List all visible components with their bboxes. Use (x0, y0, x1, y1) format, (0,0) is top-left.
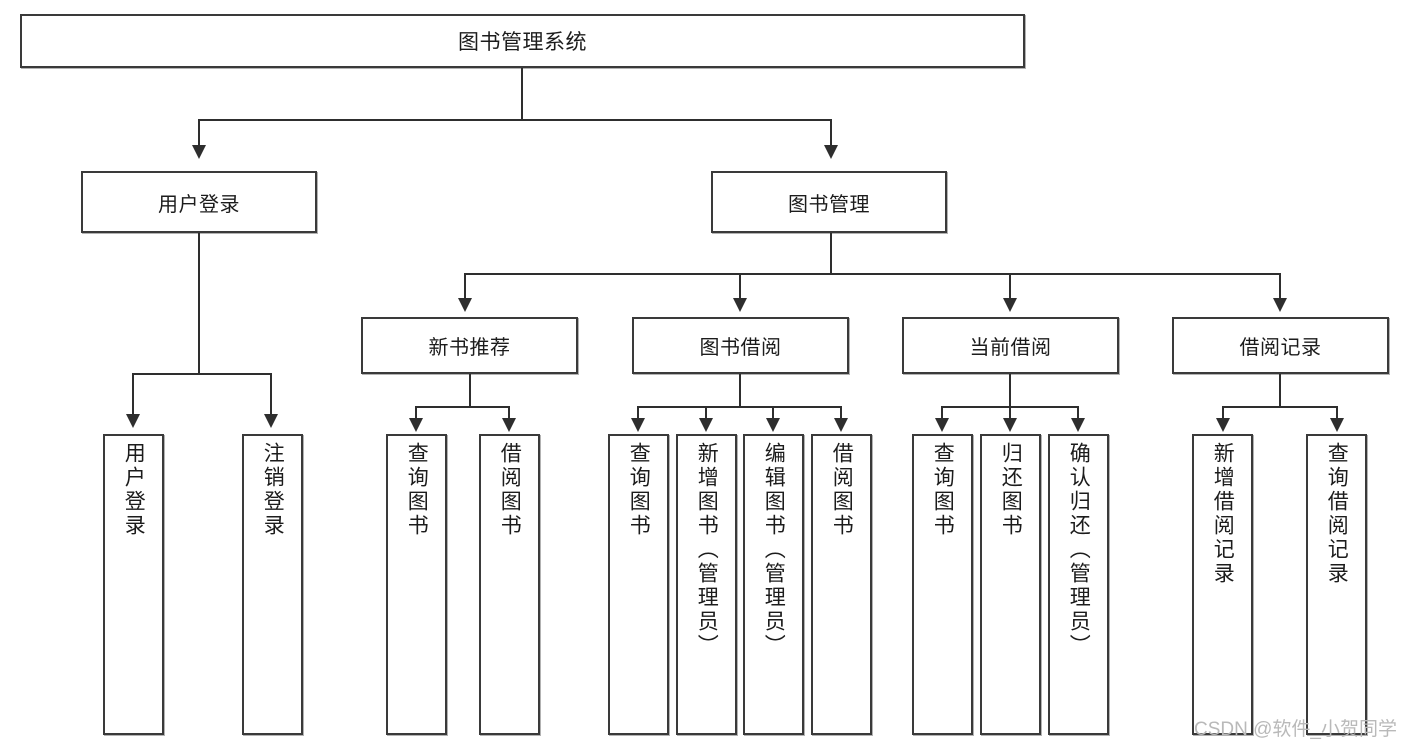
leaf-user-login-logout[interactable]: 注销登录 (242, 434, 303, 735)
leaf-book-borrow-add[interactable]: 新增图书（管理员） (676, 434, 737, 735)
connector-borrow-stem (739, 374, 741, 406)
node-user-login[interactable]: 用户登录 (81, 171, 317, 233)
connector-newbook-stem (469, 374, 471, 406)
node-label: 查询图书 (931, 442, 955, 538)
watermark-text: CSDN @软件_小贺同学 (1194, 719, 1397, 740)
arrowhead-root-to-bookmgmt (824, 145, 838, 159)
connector-bookmgmt-stem (830, 233, 832, 273)
node-label: 用户登录 (158, 193, 240, 216)
connector-bookmgmt-to-current (1009, 273, 1011, 300)
node-label: 图书借阅 (699, 337, 782, 359)
node-label: 借阅记录 (1239, 337, 1322, 359)
arrowhead-record-to-leaf2 (1330, 418, 1344, 432)
connector-borrow-to-leaf1 (637, 406, 639, 420)
node-book-borrow[interactable]: 图书借阅 (632, 317, 849, 374)
node-label: 新增借阅记录 (1211, 442, 1235, 586)
connector-newbook-bus (415, 406, 509, 408)
connector-login-stem (198, 233, 200, 373)
node-root-system[interactable]: 图书管理系统 (20, 14, 1025, 68)
connector-borrow-to-leaf3 (772, 406, 774, 420)
arrowhead-borrow-to-leaf4 (834, 418, 848, 432)
connector-record-to-leaf1 (1222, 406, 1224, 420)
node-label: 注销登录 (261, 442, 285, 538)
node-label: 查询借阅记录 (1325, 442, 1349, 586)
arrowhead-bookmgmt-to-record (1273, 298, 1287, 312)
arrowhead-bookmgmt-to-newbook (458, 298, 472, 312)
leaf-new-book-query[interactable]: 查询图书 (386, 434, 447, 735)
connector-borrow-to-leaf4 (840, 406, 842, 420)
arrowhead-root-to-login (192, 145, 206, 159)
arrowhead-current-to-leaf2 (1003, 418, 1017, 432)
node-label: 图书管理 (788, 193, 870, 216)
leaf-new-book-borrow[interactable]: 借阅图书 (479, 434, 540, 735)
leaf-book-borrow-query[interactable]: 查询图书 (608, 434, 669, 735)
connector-bookmgmt-to-borrow (739, 273, 741, 300)
leaf-book-borrow-edit[interactable]: 编辑图书（管理员） (743, 434, 804, 735)
leaf-current-borrow-query[interactable]: 查询图书 (912, 434, 973, 735)
connector-root-bus (198, 119, 832, 121)
arrowhead-record-to-leaf1 (1216, 418, 1230, 432)
connector-bookmgmt-bus (464, 273, 1281, 275)
node-label: 新增图书（管理员） (695, 442, 719, 658)
node-label: 查询图书 (405, 442, 429, 538)
node-book-management[interactable]: 图书管理 (711, 171, 947, 233)
arrowhead-bookmgmt-to-borrow (733, 298, 747, 312)
leaf-book-borrow-borrow[interactable]: 借阅图书 (811, 434, 872, 735)
node-label: 图书管理系统 (458, 31, 587, 54)
connector-current-to-leaf1 (941, 406, 943, 420)
arrowhead-borrow-to-leaf1 (631, 418, 645, 432)
connector-newbook-to-leaf2 (508, 406, 510, 420)
connector-current-stem (1009, 374, 1011, 406)
connector-newbook-to-leaf1 (415, 406, 417, 420)
connector-record-to-leaf2 (1336, 406, 1338, 420)
node-label: 新书推荐 (428, 337, 511, 359)
arrowhead-newbook-to-leaf1 (409, 418, 423, 432)
node-label: 当前借阅 (969, 337, 1052, 359)
arrowhead-borrow-to-leaf3 (766, 418, 780, 432)
connector-borrow-to-leaf2 (705, 406, 707, 420)
node-new-book-recommend[interactable]: 新书推荐 (361, 317, 578, 374)
connector-login-to-leaf1 (132, 373, 134, 416)
connector-root-to-login (198, 119, 200, 147)
node-label: 用户登录 (122, 442, 146, 538)
leaf-user-login-login[interactable]: 用户登录 (103, 434, 164, 735)
arrowhead-login-to-leaf1 (126, 414, 140, 428)
arrowhead-current-to-leaf1 (935, 418, 949, 432)
leaf-current-borrow-confirm[interactable]: 确认归还（管理员） (1048, 434, 1109, 735)
connector-record-bus (1222, 406, 1337, 408)
connector-record-stem (1279, 374, 1281, 406)
connector-current-to-leaf3 (1077, 406, 1079, 420)
arrowhead-borrow-to-leaf2 (699, 418, 713, 432)
node-label: 查询图书 (627, 442, 651, 538)
connector-root-stem (521, 68, 523, 119)
arrowhead-bookmgmt-to-current (1003, 298, 1017, 312)
connector-borrow-bus (637, 406, 842, 408)
connector-current-to-leaf2 (1009, 406, 1011, 420)
arrowhead-newbook-to-leaf2 (502, 418, 516, 432)
node-borrow-record[interactable]: 借阅记录 (1172, 317, 1389, 374)
node-label: 确认归还（管理员） (1067, 442, 1091, 658)
node-label: 编辑图书（管理员） (762, 442, 786, 658)
node-label: 借阅图书 (498, 442, 522, 538)
arrowhead-login-to-leaf2 (264, 414, 278, 428)
connector-root-to-bookmgmt (830, 119, 832, 147)
leaf-borrow-record-query[interactable]: 查询借阅记录 (1306, 434, 1367, 735)
node-label: 归还图书 (999, 442, 1023, 538)
node-current-borrow[interactable]: 当前借阅 (902, 317, 1119, 374)
leaf-current-borrow-return[interactable]: 归还图书 (980, 434, 1041, 735)
arrowhead-current-to-leaf3 (1071, 418, 1085, 432)
connector-login-to-leaf2 (270, 373, 272, 416)
connector-login-bus (132, 373, 271, 375)
node-label: 借阅图书 (830, 442, 854, 538)
connector-bookmgmt-to-record (1279, 273, 1281, 300)
leaf-borrow-record-add[interactable]: 新增借阅记录 (1192, 434, 1253, 735)
connector-bookmgmt-to-newbook (464, 273, 466, 300)
